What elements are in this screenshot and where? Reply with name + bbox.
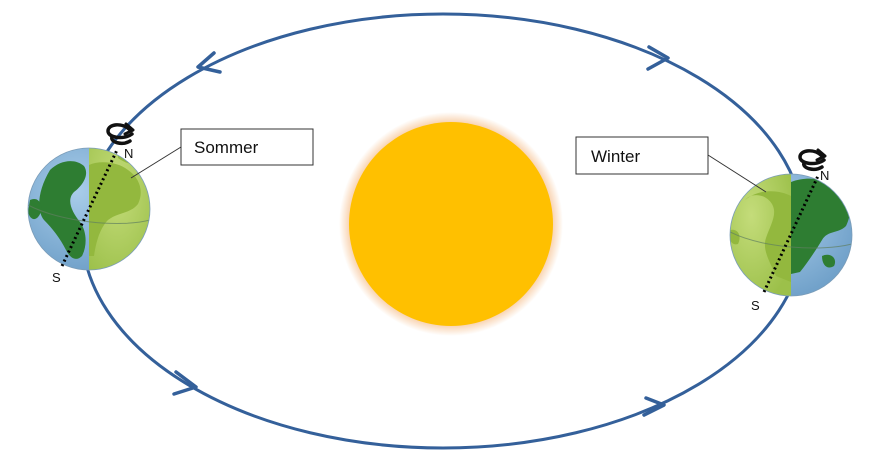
- north-pole-label: N: [124, 146, 133, 161]
- winter-label: Winter: [591, 147, 640, 166]
- orbit-arrowhead-bottom-right: [642, 396, 666, 417]
- arrowhead-icon: [642, 396, 666, 417]
- orbit-arrowhead-bottom-left: [172, 370, 198, 396]
- earth-axis: [60, 149, 119, 267]
- earth-summer: N S: [27, 122, 151, 285]
- earth-winter: N S: [729, 148, 853, 313]
- rotation-arrow-icon: [798, 149, 826, 171]
- orbit-arrowhead-top-left: [196, 51, 222, 74]
- south-pole-label: S: [751, 298, 760, 313]
- winter-callout: Winter: [575, 136, 767, 193]
- arrowhead-icon: [196, 51, 222, 74]
- earth-axis: [762, 175, 820, 293]
- orbit-arrowhead-top-right: [646, 45, 670, 71]
- rotation-arrow-icon: [106, 123, 134, 145]
- south-pole-label: S: [52, 270, 61, 285]
- summer-callout: Sommer: [130, 128, 314, 179]
- summer-label: Sommer: [194, 138, 259, 157]
- arrowhead-icon: [646, 45, 670, 71]
- arrowhead-icon: [172, 370, 198, 396]
- sun: [339, 112, 563, 336]
- north-pole-label: N: [820, 168, 829, 183]
